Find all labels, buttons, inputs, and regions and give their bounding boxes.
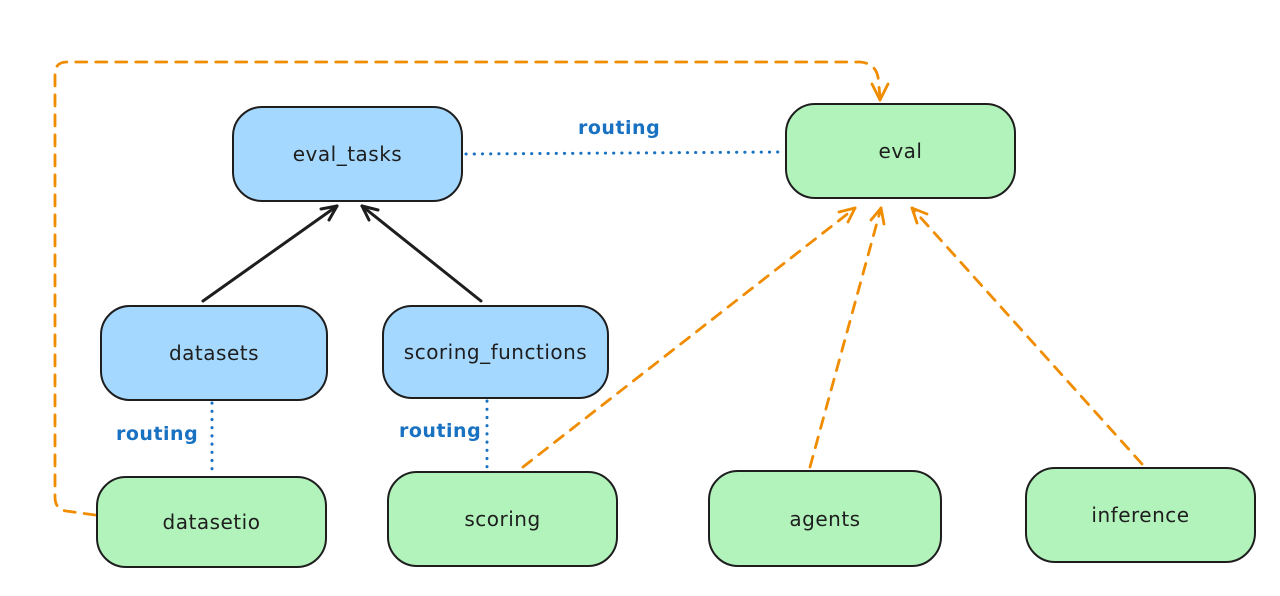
node-datasets: datasets: [100, 305, 328, 401]
node-datasetio-label: datasetio: [162, 510, 261, 534]
arrow-agents-to-eval-dashed: [808, 206, 886, 469]
arrow-inference-to-eval-dashed: [910, 206, 1144, 466]
node-agents: agents: [708, 470, 942, 567]
edge-label-routing-top: routing: [578, 117, 661, 139]
node-eval-label: eval: [878, 139, 923, 163]
arrow-datasetio-to-eval-dashed-loop: [53, 60, 890, 517]
node-agents-label: agents: [789, 506, 861, 531]
edge-label-routing-datasets: routing: [116, 423, 199, 445]
arrow-scoring-functions-to-eval-tasks: [360, 204, 483, 303]
node-eval-tasks: eval_tasks: [232, 106, 463, 202]
node-datasets-label: datasets: [168, 341, 260, 365]
edge-label-routing-scoring: routing: [399, 420, 482, 442]
node-inference: inference: [1025, 467, 1256, 563]
edge-eval-tasks-to-eval-dotted: [464, 150, 784, 156]
node-datasetio: datasetio: [96, 476, 327, 568]
node-eval-tasks-label: eval_tasks: [292, 142, 403, 166]
node-inference-label: inference: [1091, 503, 1190, 527]
node-scoring-functions-label: scoring_functions: [403, 340, 588, 364]
node-eval: eval: [785, 103, 1016, 199]
node-scoring-label: scoring: [464, 507, 541, 531]
node-scoring: scoring: [387, 471, 618, 567]
node-scoring-functions: scoring_functions: [382, 305, 609, 399]
arrow-datasets-to-eval-tasks: [201, 204, 339, 303]
